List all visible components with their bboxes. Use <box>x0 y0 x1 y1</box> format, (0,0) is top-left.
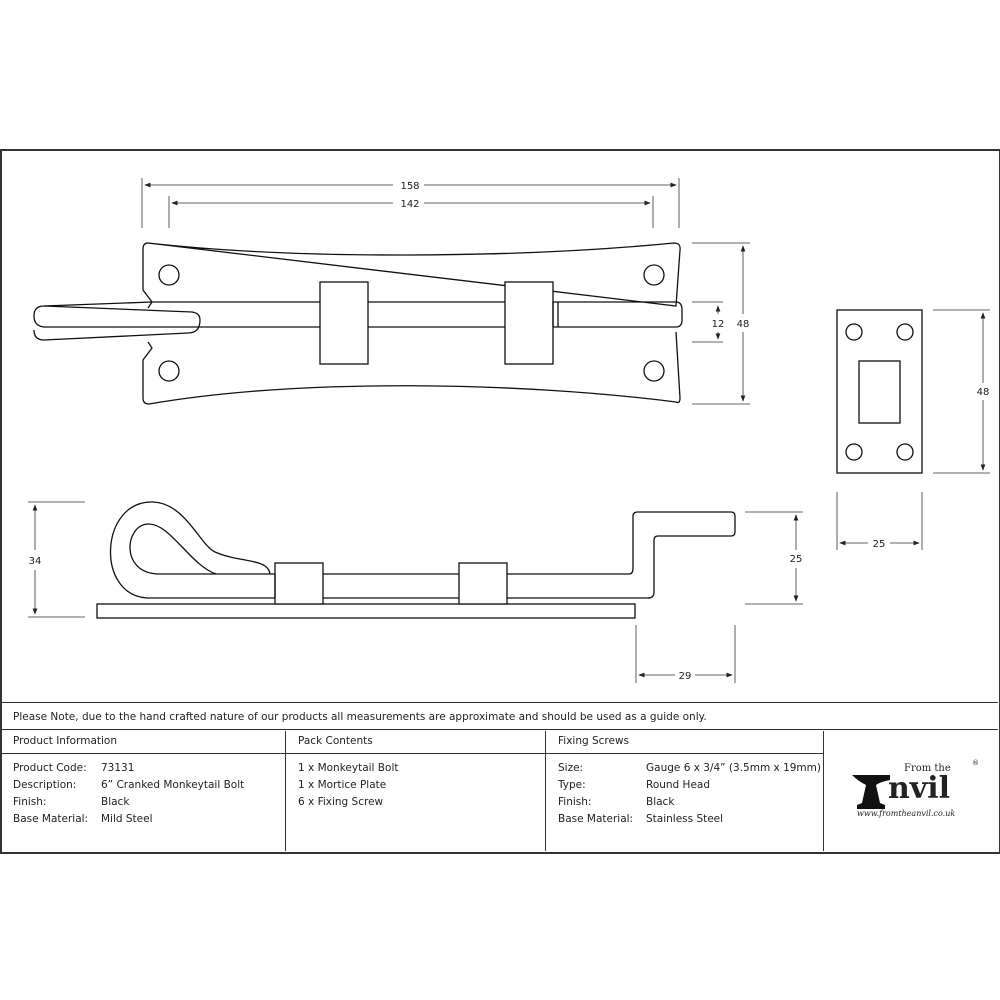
side-view-bolt <box>96 501 736 619</box>
top-view-dimensions <box>141 178 750 405</box>
pack-item: 6 x Fixing Screw <box>298 796 384 808</box>
pack-contents-panel: Pack Contents 1 x Monkeytail Bolt 1 x Mo… <box>286 731 546 851</box>
anvil-icon <box>852 775 890 809</box>
dim-bolt-width: 12 <box>712 319 725 330</box>
row-value: 73131 <box>101 762 135 774</box>
registered-mark: ® <box>972 759 979 767</box>
row-label: Base Material: <box>558 813 634 825</box>
dim-hole-centres: 142 <box>400 199 419 210</box>
row-value: Black <box>101 796 130 808</box>
fixing-screws-heading: Fixing Screws <box>546 731 823 754</box>
logo-from-the: From the <box>904 763 951 774</box>
screw-info-row: Size: Gauge 6 x 3/4” (3.5mm x 19mm) <box>558 760 823 777</box>
product-information-heading: Product Information <box>1 731 285 754</box>
product-info-row: Description: 6” Cranked Monkeytail Bolt <box>13 777 285 794</box>
fixing-screws-panel: Fixing Screws Size: Gauge 6 x 3/4” (3.5mm… <box>546 731 824 851</box>
dim-plate-height: 48 <box>737 319 750 330</box>
side-view-dimensions <box>28 501 803 683</box>
dim-crank-offset: 29 <box>679 671 692 682</box>
pack-contents-heading: Pack Contents <box>286 731 545 754</box>
screw-info-row: Finish: Black <box>558 794 823 811</box>
row-label: Finish: <box>13 796 47 808</box>
row-value: 6” Cranked Monkeytail Bolt <box>101 779 245 791</box>
dim-overall-length: 158 <box>400 181 419 192</box>
logo-url: www.fromtheanvil.co.uk <box>857 809 956 818</box>
row-label: Type: <box>558 779 586 791</box>
row-value: Black <box>646 796 675 808</box>
row-value: Stainless Steel <box>646 813 724 825</box>
screw-info-row: Base Material: Stainless Steel <box>558 811 823 828</box>
mortice-plate <box>836 309 923 474</box>
row-value: Gauge 6 x 3/4” (3.5mm x 19mm) <box>646 762 821 774</box>
row-label: Size: <box>558 762 584 774</box>
screw-info-row: Type: Round Head <box>558 777 823 794</box>
top-view-bolt <box>33 242 683 405</box>
row-label: Finish: <box>558 796 592 808</box>
row-value: Round Head <box>646 779 711 791</box>
pack-item: 1 x Monkeytail Bolt <box>298 762 399 774</box>
pack-item: 1 x Mortice Plate <box>298 779 387 791</box>
mortice-plate-dimensions <box>836 309 990 550</box>
dim-mortice-height: 48 <box>977 387 990 398</box>
logo-brand: nvil <box>888 771 951 806</box>
logo-panel: From the nvil ® www.fromtheanvil.co.uk <box>824 731 998 851</box>
product-info-row: Finish: Black <box>13 794 285 811</box>
from-the-anvil-logo: From the nvil ® www.fromtheanvil.co.uk <box>852 759 982 829</box>
dim-overall-height: 34 <box>29 556 42 567</box>
row-label: Product Code: <box>13 762 87 774</box>
measurement-note: Please Note, due to the hand crafted nat… <box>1 702 998 730</box>
dim-crank-height: 25 <box>790 554 803 565</box>
dim-mortice-width: 25 <box>873 539 886 550</box>
row-label: Description: <box>13 779 77 791</box>
product-info-row: Product Code: 73131 <box>13 760 285 777</box>
row-label: Base Material: <box>13 813 89 825</box>
row-value: Mild Steel <box>101 813 153 825</box>
product-info-row: Base Material: Mild Steel <box>13 811 285 828</box>
product-information-panel: Product Information Product Code: 73131 D… <box>1 731 286 851</box>
